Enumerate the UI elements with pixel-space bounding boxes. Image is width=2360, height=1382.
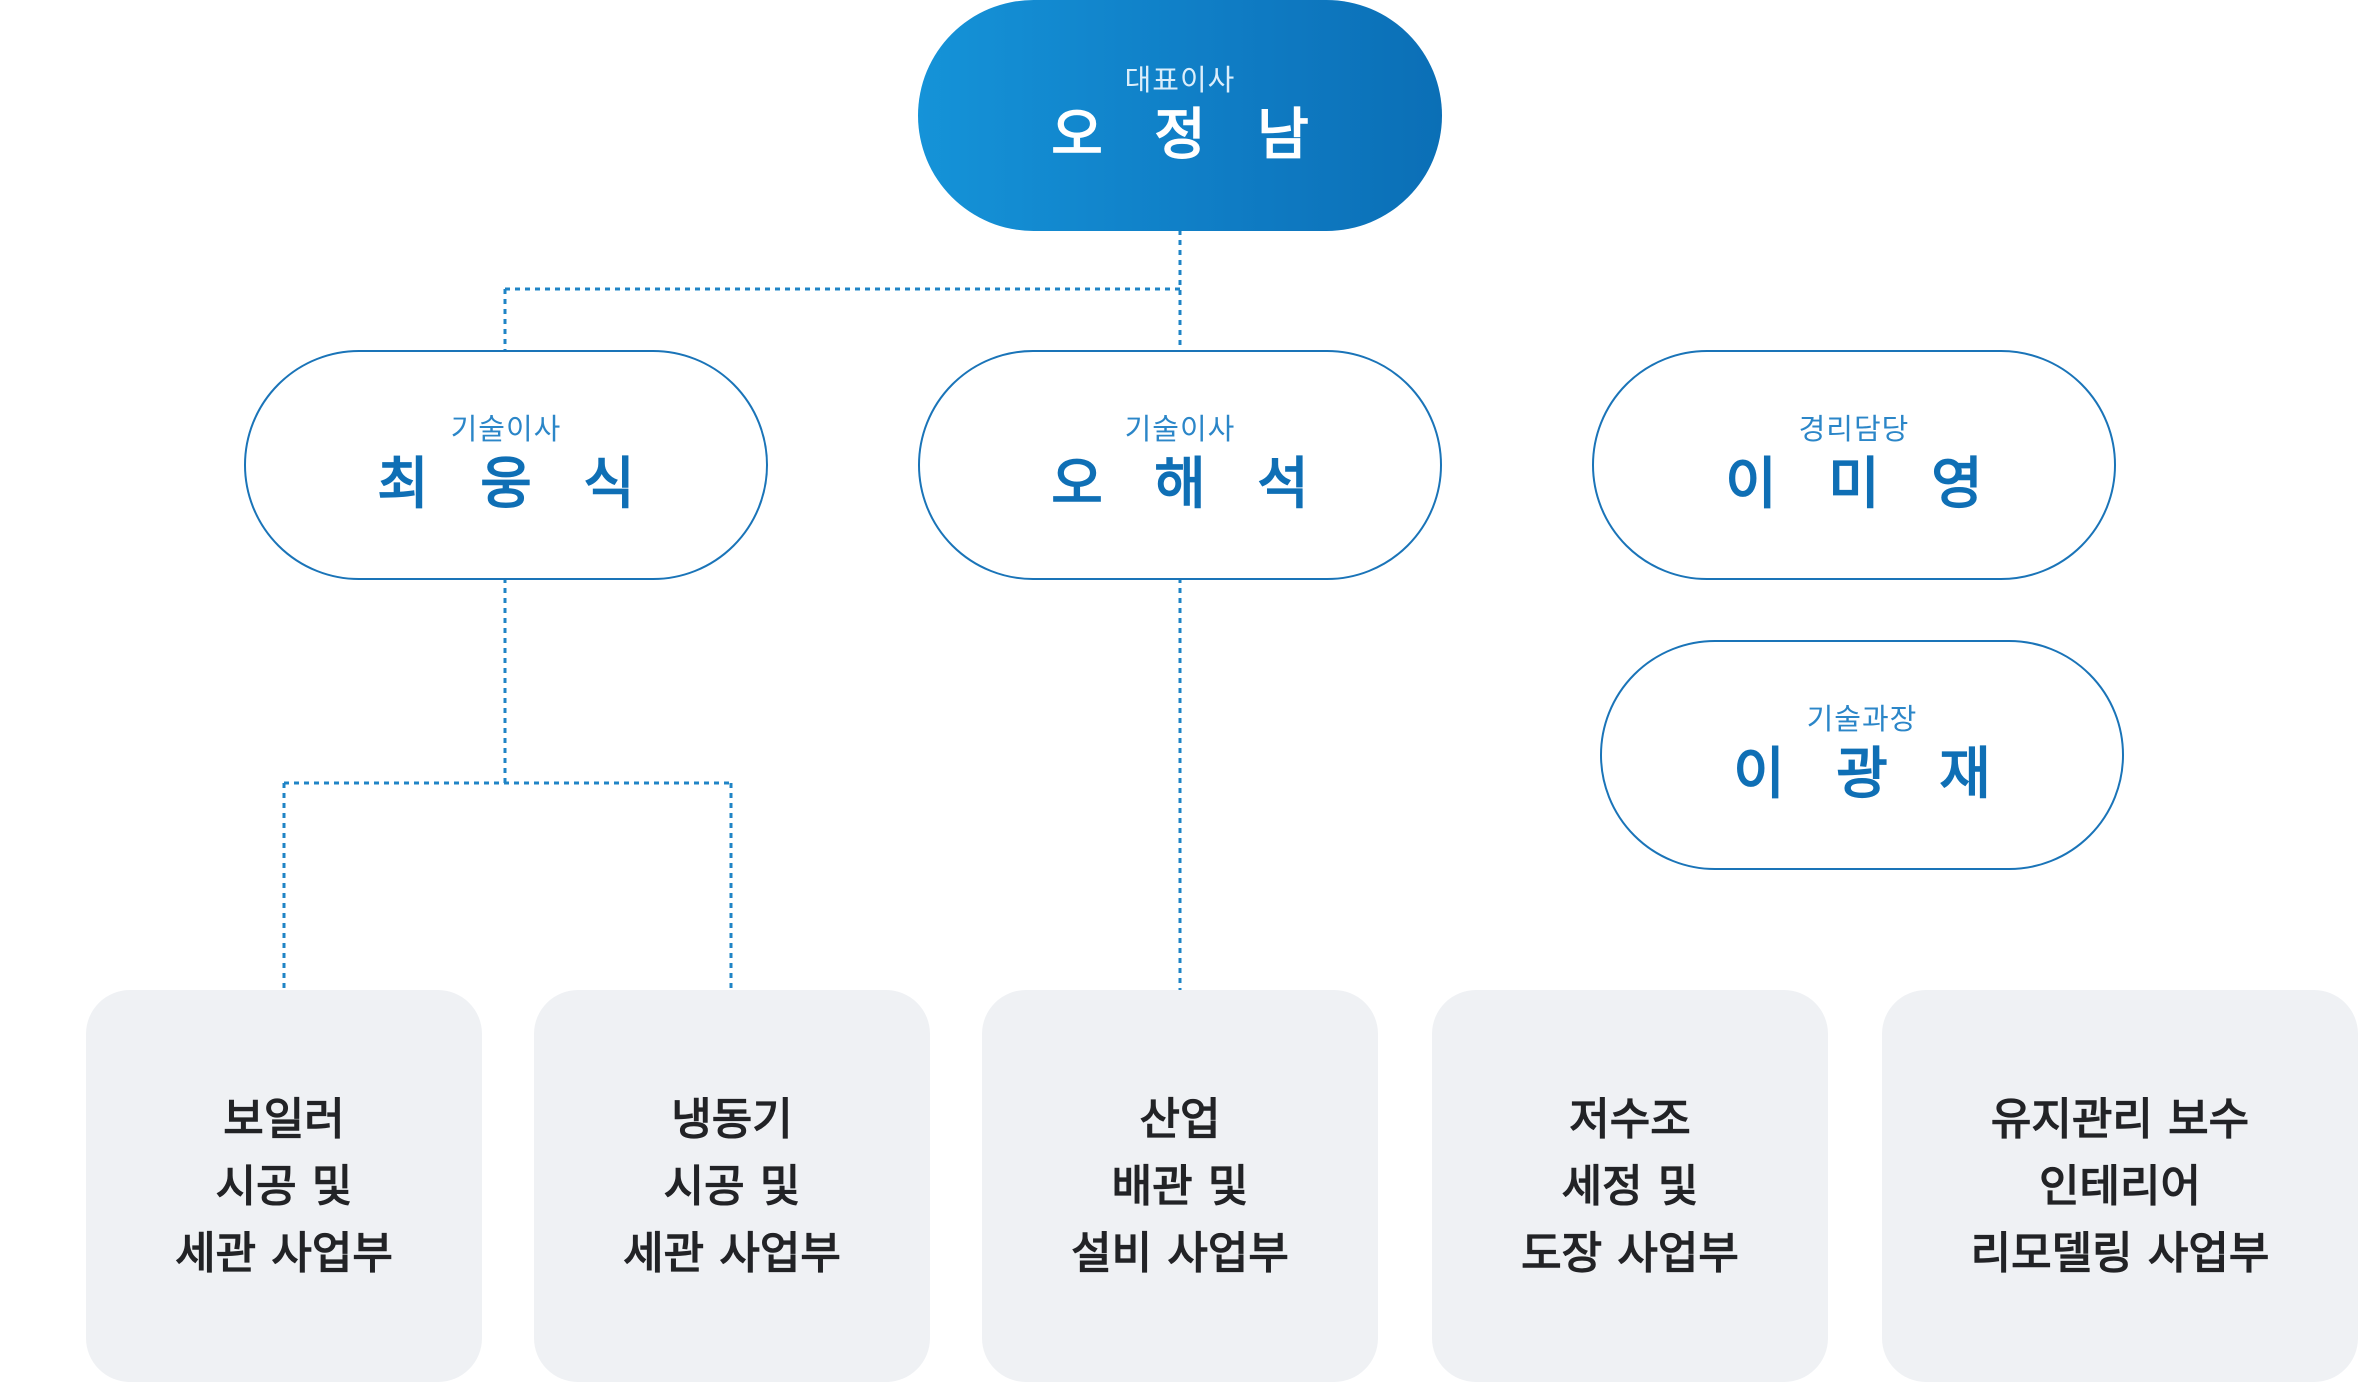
division-text-line: 도장 사업부 bbox=[1521, 1227, 1739, 1279]
division-text-line: 인테리어 bbox=[2039, 1160, 2201, 1212]
division-text-line: 설비 사업부 bbox=[1071, 1227, 1289, 1279]
director-node-lee-miyoung: 경리담당 이 미 영 bbox=[1592, 350, 2116, 580]
division-text-line: 리모델링 사업부 bbox=[1970, 1227, 2270, 1279]
division-text-line: 배관 및 bbox=[1111, 1160, 1249, 1212]
division-text-line: 세관 사업부 bbox=[175, 1227, 393, 1279]
director-name: 이 광 재 bbox=[1733, 742, 2007, 807]
division-text-line: 시공 및 bbox=[663, 1160, 801, 1212]
ceo-name: 오 정 남 bbox=[1051, 102, 1325, 168]
director-name: 이 미 영 bbox=[1725, 452, 1999, 517]
division-text-line: 세정 및 bbox=[1561, 1160, 1699, 1212]
director-node-lee-gwangjae: 기술과장 이 광 재 bbox=[1600, 640, 2124, 870]
ceo-node: 대표이사 오 정 남 bbox=[918, 0, 1442, 231]
director-node-oh: 기술이사 오 해 석 bbox=[918, 350, 1442, 580]
director-role: 기술과장 bbox=[1806, 702, 1918, 736]
director-role: 기술이사 bbox=[450, 412, 562, 446]
division-text-line: 유지관리 보수 bbox=[1990, 1093, 2250, 1145]
division-water-tank: 저수조 세정 및 도장 사업부 bbox=[1432, 990, 1828, 1382]
director-node-choi: 기술이사 최 웅 식 bbox=[244, 350, 768, 580]
division-boiler: 보일러 시공 및 세관 사업부 bbox=[86, 990, 482, 1382]
division-text-line: 냉동기 bbox=[671, 1093, 793, 1145]
division-chiller: 냉동기 시공 및 세관 사업부 bbox=[534, 990, 930, 1382]
division-text-line: 세관 사업부 bbox=[623, 1227, 841, 1279]
director-role: 기술이사 bbox=[1124, 412, 1236, 446]
division-text-line: 산업 bbox=[1139, 1093, 1221, 1145]
ceo-role: 대표이사 bbox=[1124, 62, 1236, 97]
division-text-line: 저수조 bbox=[1569, 1093, 1691, 1145]
director-name: 오 해 석 bbox=[1051, 452, 1325, 517]
division-industrial-piping: 산업 배관 및 설비 사업부 bbox=[982, 990, 1378, 1382]
director-role: 경리담당 bbox=[1798, 412, 1910, 446]
division-text-line: 시공 및 bbox=[215, 1160, 353, 1212]
division-text-line: 보일러 bbox=[223, 1093, 345, 1145]
director-name: 최 웅 식 bbox=[377, 452, 651, 517]
division-maintenance: 유지관리 보수 인테리어 리모델링 사업부 bbox=[1882, 990, 2358, 1382]
